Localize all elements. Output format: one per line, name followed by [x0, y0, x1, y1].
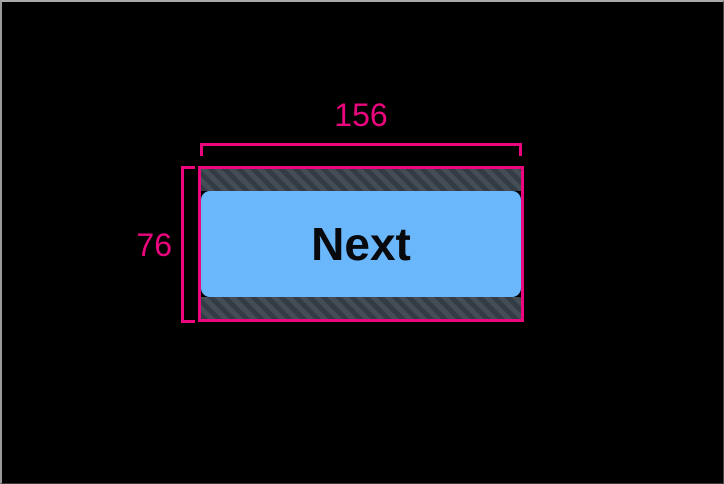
width-dimension-line	[200, 143, 522, 146]
width-dimension-cap-left	[200, 143, 203, 156]
width-dimension-bracket: 156	[200, 99, 522, 157]
padding-hatch-bottom	[201, 297, 521, 319]
padding-hatch-top	[201, 169, 521, 191]
next-button-label: Next	[311, 218, 411, 270]
measured-button-bounds[interactable]: Next	[198, 166, 524, 322]
height-dimension-label: 76	[136, 226, 172, 263]
width-dimension-label: 156	[334, 97, 388, 133]
width-dimension-cap-right	[519, 143, 522, 156]
height-dimension-bracket: 76	[136, 166, 196, 323]
next-button[interactable]: Next	[201, 191, 521, 297]
height-dimension-cap-top	[181, 166, 195, 169]
height-dimension-cap-bottom	[181, 320, 195, 323]
height-dimension-line	[181, 166, 184, 323]
